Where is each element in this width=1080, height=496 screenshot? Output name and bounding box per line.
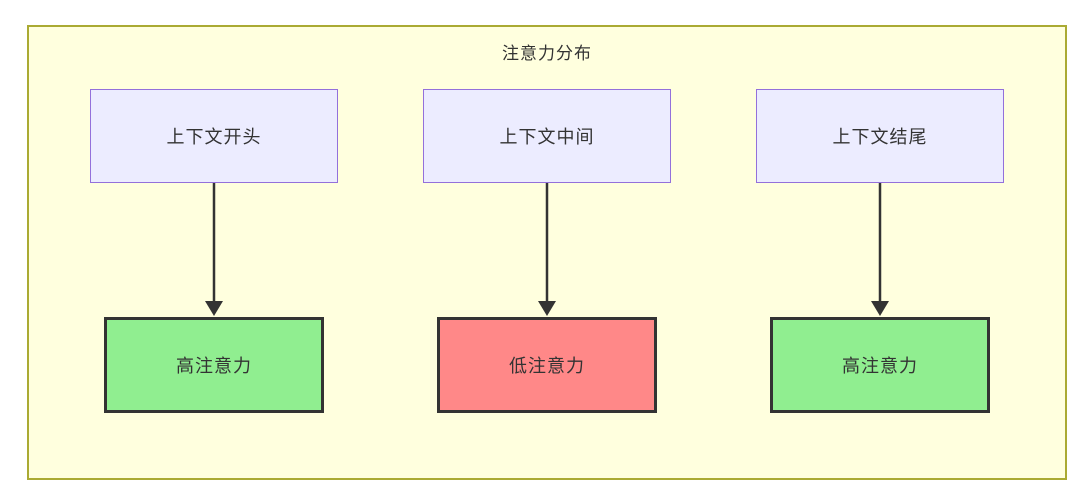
flow-column-end: 上下文结尾 高注意力 xyxy=(756,89,1004,413)
result-node-high-attention-2: 高注意力 xyxy=(770,317,990,413)
source-node-context-start: 上下文开头 xyxy=(90,89,338,183)
result-node-low-attention: 低注意力 xyxy=(437,317,657,413)
diagram-container: 注意力分布 上下文开头 高注意力 上下文中间 xyxy=(27,25,1067,480)
result-node-label: 低注意力 xyxy=(509,356,585,376)
source-node-context-end: 上下文结尾 xyxy=(756,89,1004,183)
diagram-title: 注意力分布 xyxy=(502,44,592,63)
arrow-down-icon xyxy=(205,183,223,316)
flow-row: 上下文开头 高注意力 上下文中间 低注意力 xyxy=(29,89,1065,413)
flow-column-middle: 上下文中间 低注意力 xyxy=(423,89,671,413)
source-node-label: 上下文中间 xyxy=(499,127,595,147)
result-node-label: 高注意力 xyxy=(176,356,252,376)
result-node-label: 高注意力 xyxy=(842,356,918,376)
source-node-context-middle: 上下文中间 xyxy=(423,89,671,183)
arrow-down-icon xyxy=(871,183,889,316)
flow-column-start: 上下文开头 高注意力 xyxy=(90,89,338,413)
source-node-label: 上下文开头 xyxy=(166,127,262,147)
arrow-down-icon xyxy=(538,183,556,316)
source-node-label: 上下文结尾 xyxy=(832,127,928,147)
result-node-high-attention-1: 高注意力 xyxy=(104,317,324,413)
